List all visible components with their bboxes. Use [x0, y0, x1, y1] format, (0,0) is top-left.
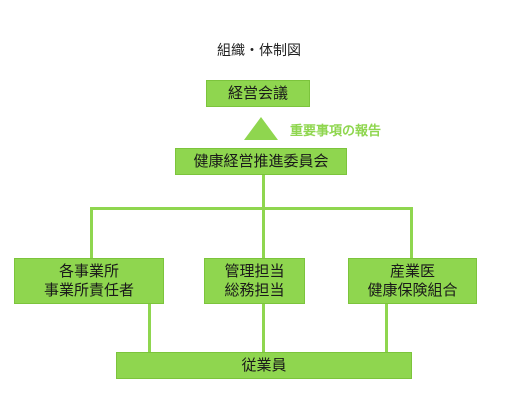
connector-drop-right	[410, 207, 413, 260]
admin-box: 管理担当 総務担当	[204, 258, 305, 304]
connector-horizontal-bar	[90, 207, 413, 210]
connector-admin-employees	[262, 302, 265, 354]
connector-offices-employees	[148, 302, 151, 354]
offices-label-line2: 事業所責任者	[43, 281, 134, 299]
connector-industrial-employees	[385, 302, 388, 354]
connector-committee-down	[262, 174, 265, 209]
offices-label-line1: 各事業所	[58, 262, 119, 280]
offices-box: 各事業所 事業所責任者	[14, 258, 164, 304]
diagram-title: 組織・体制図	[217, 43, 301, 59]
report-label: 重要事項の報告	[290, 124, 382, 139]
industrial-label-line1: 産業医	[389, 262, 435, 280]
industrial-label-line2: 健康保険組合	[367, 281, 458, 299]
management-meeting-label: 経営会議	[227, 84, 288, 102]
admin-label-line2: 総務担当	[224, 281, 285, 299]
health-committee-box: 健康経営推進委員会	[175, 148, 347, 175]
admin-label-line1: 管理担当	[224, 262, 285, 280]
management-meeting-box: 経営会議	[206, 80, 310, 107]
employees-label: 従業員	[241, 356, 287, 374]
connector-drop-center	[262, 207, 265, 260]
employees-box: 従業員	[116, 352, 412, 379]
report-arrow	[244, 117, 278, 140]
health-committee-label: 健康経営推進委員会	[193, 152, 329, 170]
industrial-box: 産業医 健康保険組合	[348, 258, 477, 304]
connector-drop-left	[90, 207, 93, 260]
